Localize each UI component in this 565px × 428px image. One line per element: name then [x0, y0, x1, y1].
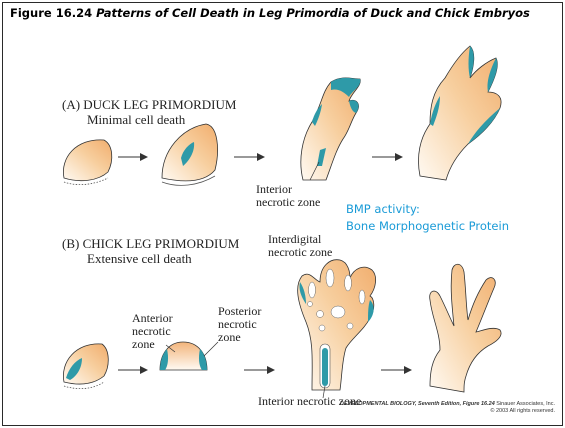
interior-zone-label-a: Interior necrotic zone	[256, 183, 320, 209]
bmp-line1: BMP activity:	[346, 201, 509, 218]
credit-copyright: © 2003 All rights reserved.	[340, 408, 555, 415]
credit-book: DEVELOPMENTAL BIOLOGY, Seventh Edition, …	[340, 401, 495, 407]
bmp-line2: Bone Morphogenetic Protein	[346, 218, 509, 235]
chick-stage-3	[298, 260, 376, 390]
panel-b-heading: (B) CHICK LEG PRIMORDIUM	[62, 236, 239, 252]
duck-stage-4	[418, 46, 501, 180]
interdigital-line2: necrotic zone	[268, 246, 332, 259]
duck-stage-3	[301, 78, 360, 180]
duck-stage-2	[162, 124, 218, 185]
posterior-zone-leader	[204, 342, 218, 356]
chick-stage-4	[430, 264, 501, 392]
figure-credit: DEVELOPMENTAL BIOLOGY, Seventh Edition, …	[340, 401, 555, 415]
panel-b-subheading: Extensive cell death	[87, 251, 192, 267]
anterior-line3: zone	[132, 338, 173, 351]
panel-a-subheading: Minimal cell death	[87, 112, 185, 128]
duck-stage-1	[63, 140, 111, 185]
posterior-zone-label: Posterior necrotic zone	[218, 305, 261, 344]
posterior-line3: zone	[218, 331, 261, 344]
interior-label-a-line2: necrotic zone	[256, 196, 320, 209]
bmp-annotation: BMP activity: Bone Morphogenetic Protein	[346, 201, 509, 235]
interdigital-zone-label: Interdigital necrotic zone	[268, 233, 332, 259]
credit-publisher: Sinauer Associates, Inc.	[496, 401, 555, 407]
chick-stage-1	[63, 344, 108, 389]
panel-a-heading: (A) DUCK LEG PRIMORDIUM	[62, 97, 236, 113]
anterior-zone-label: Anterior necrotic zone	[132, 312, 173, 351]
